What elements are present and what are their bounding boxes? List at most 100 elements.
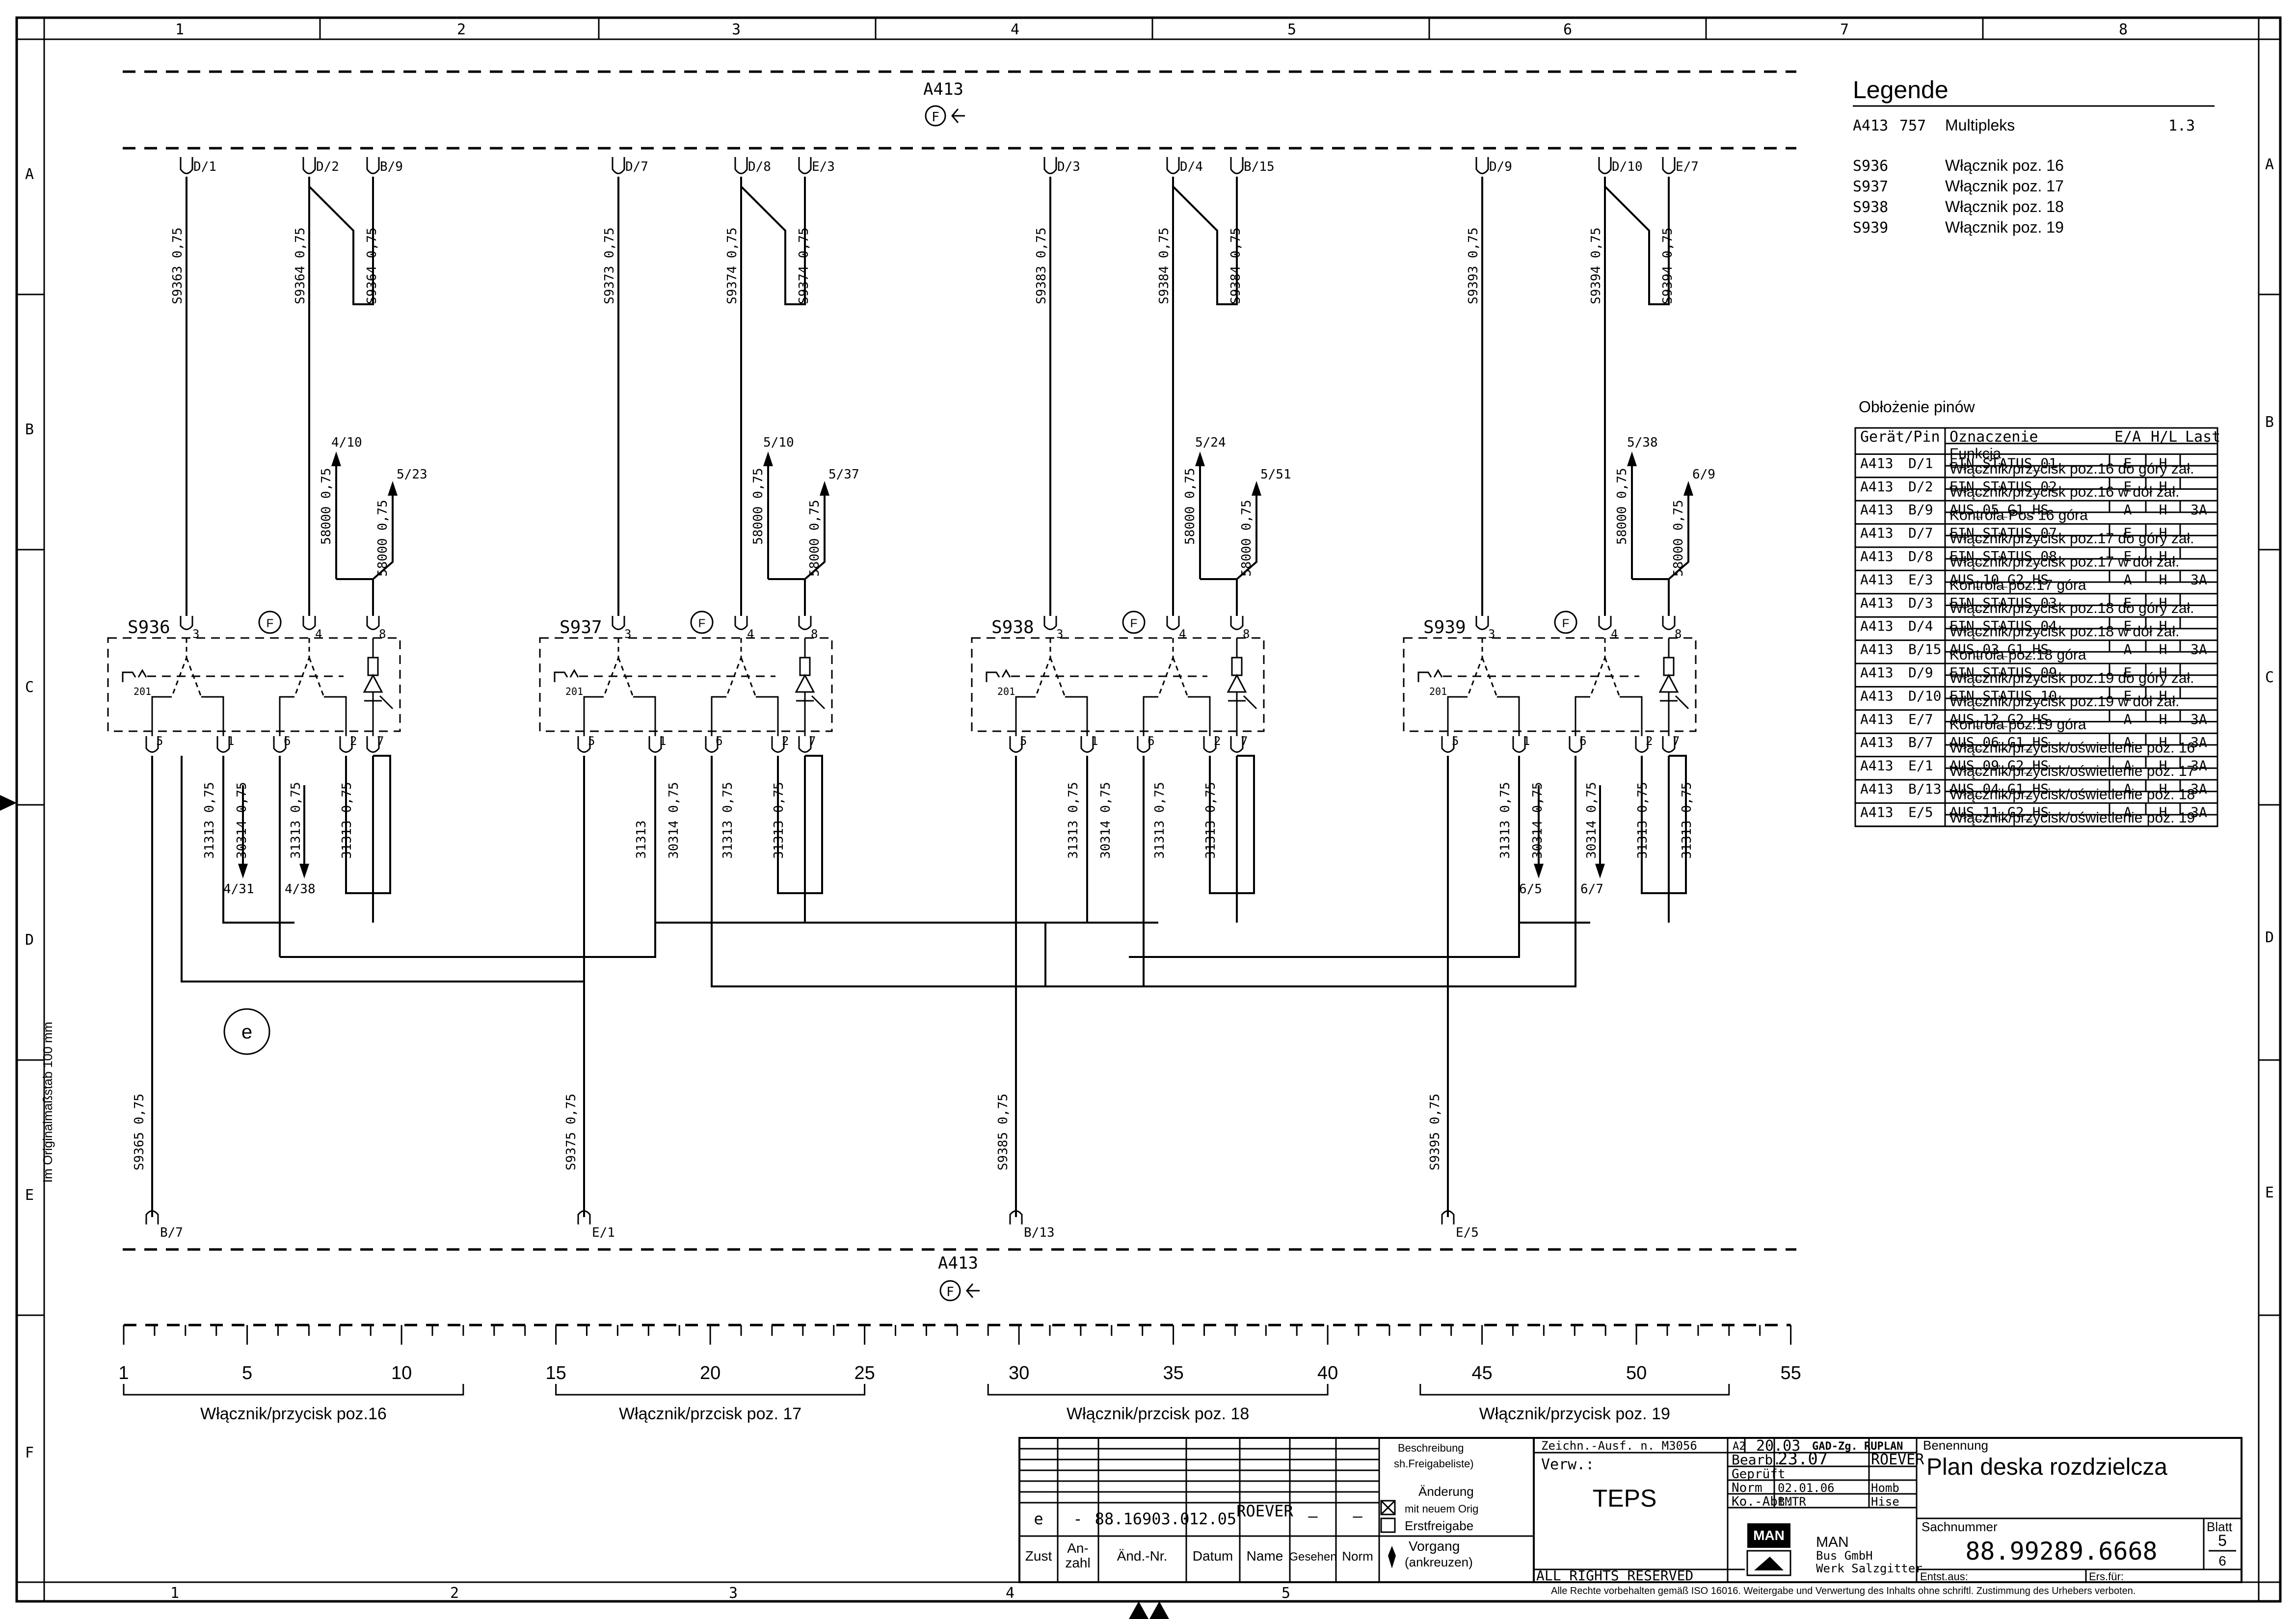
contact-wire — [151, 696, 224, 736]
pin-last: 3A — [2190, 502, 2207, 518]
terminal-icon — [798, 736, 812, 753]
pin-function: Włącznik/przycisk poz.16 w dół zał. — [1949, 484, 2180, 500]
switch-housing — [539, 637, 833, 732]
top-pin-label: B/15 — [1244, 159, 1275, 174]
rev-norm: — — [1353, 1507, 1362, 1525]
terminal-icon — [1166, 616, 1180, 630]
legend-title: Legende — [1853, 76, 1949, 104]
svg-text:F: F — [267, 617, 274, 630]
wire-label: S9393 0,75 — [1466, 227, 1481, 304]
legend-code: S937 — [1853, 178, 1888, 195]
wire — [777, 755, 823, 894]
svg-text:201: 201 — [133, 686, 151, 697]
sachnummer-label: Sachnummer — [1922, 1519, 1998, 1534]
terminal-icon — [577, 736, 591, 753]
wire-label: 58000 0,75 — [1183, 468, 1198, 545]
svg-text:757: 757 — [1899, 117, 1926, 134]
terminal-label: 2 — [1646, 734, 1653, 748]
connector-pin-icon — [1009, 1210, 1023, 1224]
wire-label: 31313 0,75 — [1635, 782, 1650, 859]
pin-last: 3A — [2190, 571, 2207, 587]
terminal-icon — [1441, 736, 1455, 753]
connector-pin-icon — [1166, 157, 1180, 174]
row-labels-left: A B C D E F — [25, 166, 34, 1461]
terminal-icon — [705, 736, 719, 753]
terminal-label: 6 — [1148, 734, 1154, 748]
wire-label: 31313 0,75 — [1203, 782, 1218, 859]
legend-desc: Włącznik poz. 16 — [1945, 157, 2064, 174]
wire-label: S9363 0,75 — [170, 227, 185, 304]
svg-text:1.3: 1.3 — [2168, 117, 2195, 134]
module-label-bottom: A413 — [938, 1253, 978, 1273]
wire-label: 31313 — [634, 821, 649, 859]
ref-label: 5/38 — [1627, 435, 1658, 450]
tb-row-label: Ko.-Abt. — [1732, 1494, 1793, 1509]
wire-label: 31313 0,75 — [289, 782, 303, 859]
arrow-down-icon — [299, 864, 309, 878]
actuator-icon — [554, 668, 579, 682]
terminal-icon — [1230, 616, 1244, 630]
pin-signal: AUS_09_G2_HS — [1949, 758, 2049, 774]
wire-label: S9395 0,75 — [1428, 1093, 1442, 1170]
wire — [345, 755, 391, 894]
pin-table-header: Last — [2185, 428, 2220, 446]
ref-label: 6/9 — [1692, 467, 1715, 482]
wire-label: 31313 0,75 — [772, 782, 786, 859]
module-label-top: A413 — [923, 80, 963, 99]
pin-number: E/7 — [1908, 711, 1933, 727]
terminal-label: 2 — [782, 734, 789, 748]
terminal-icon — [302, 616, 316, 630]
svg-text:F: F — [698, 617, 706, 630]
svg-text:Erstfreigabe: Erstfreigabe — [1405, 1518, 1473, 1533]
ruler-label: 30 — [1009, 1363, 1029, 1383]
pin-hl: H — [2159, 571, 2167, 587]
pin-function: Włącznik/przycisk/oświetlenie poz. 16 — [1949, 740, 2195, 756]
column-labels-bottom: 1 2 3 4 5 — [170, 1585, 1290, 1602]
ruler-label: 55 — [1780, 1363, 1801, 1383]
f-symbol-icon — [939, 1280, 961, 1301]
actuator-icon — [122, 668, 147, 682]
ruler-label: 25 — [854, 1363, 875, 1383]
pin-signal: EIN_STATUS_08 — [1949, 548, 2057, 565]
group-label: Włącznik/przcisk poz. 17 — [619, 1405, 801, 1423]
arrow-up-icon — [1252, 481, 1261, 496]
pin-ea: A — [2124, 804, 2132, 820]
tb-row-name: Homb — [1871, 1481, 1899, 1495]
wire-label: 58000 0,75 — [1239, 500, 1254, 577]
pin-device: A413 — [1860, 758, 1893, 774]
group-brace — [555, 1384, 866, 1396]
pin-device: A413 — [1860, 664, 1893, 681]
pin-hl: H — [2159, 455, 2167, 471]
ref-label: 6/5 — [1519, 882, 1542, 897]
ref-label: 4/38 — [285, 882, 316, 897]
svg-text:Änd.-Nr.: Änd.-Nr. — [1117, 1548, 1168, 1564]
ref-label: 5/23 — [397, 467, 427, 482]
f-symbol-icon — [1554, 610, 1577, 634]
pin-ea: E — [2124, 548, 2132, 564]
pin-function: Włącznik/przycisk poz.18 do góry zał. — [1949, 600, 2194, 616]
wire — [368, 177, 374, 305]
pin-function: Włącznik/przycisk/oświetlenie poz. 17 — [1949, 763, 2195, 779]
arrow-up-icon — [1683, 481, 1693, 496]
terminal-label: 1 — [1523, 734, 1530, 748]
legend-desc: Włącznik poz. 19 — [1945, 218, 2064, 236]
terminal-icon — [1569, 736, 1582, 753]
svg-text:201: 201 — [1429, 686, 1447, 697]
contact-wire — [711, 696, 779, 736]
pin-signal: AUS_05_G1_HS — [1949, 502, 2049, 518]
pin-signal: EIN_STATUS_02 — [1949, 478, 2057, 495]
svg-text:MAN: MAN — [1816, 1534, 1849, 1550]
bus-wire — [280, 756, 656, 958]
checked-box-icon — [1380, 1500, 1396, 1515]
wire-label: S9385 0,75 — [996, 1093, 1011, 1170]
wire — [1209, 755, 1255, 894]
svg-text:(ankreuzen): (ankreuzen) — [1405, 1555, 1473, 1569]
terminal-icon — [1635, 736, 1649, 753]
terminal-icon — [180, 616, 193, 630]
pin-function: Włącznik/przycisk poz.17 do góry zał. — [1949, 531, 2194, 547]
svg-text:8: 8 — [2119, 21, 2128, 38]
